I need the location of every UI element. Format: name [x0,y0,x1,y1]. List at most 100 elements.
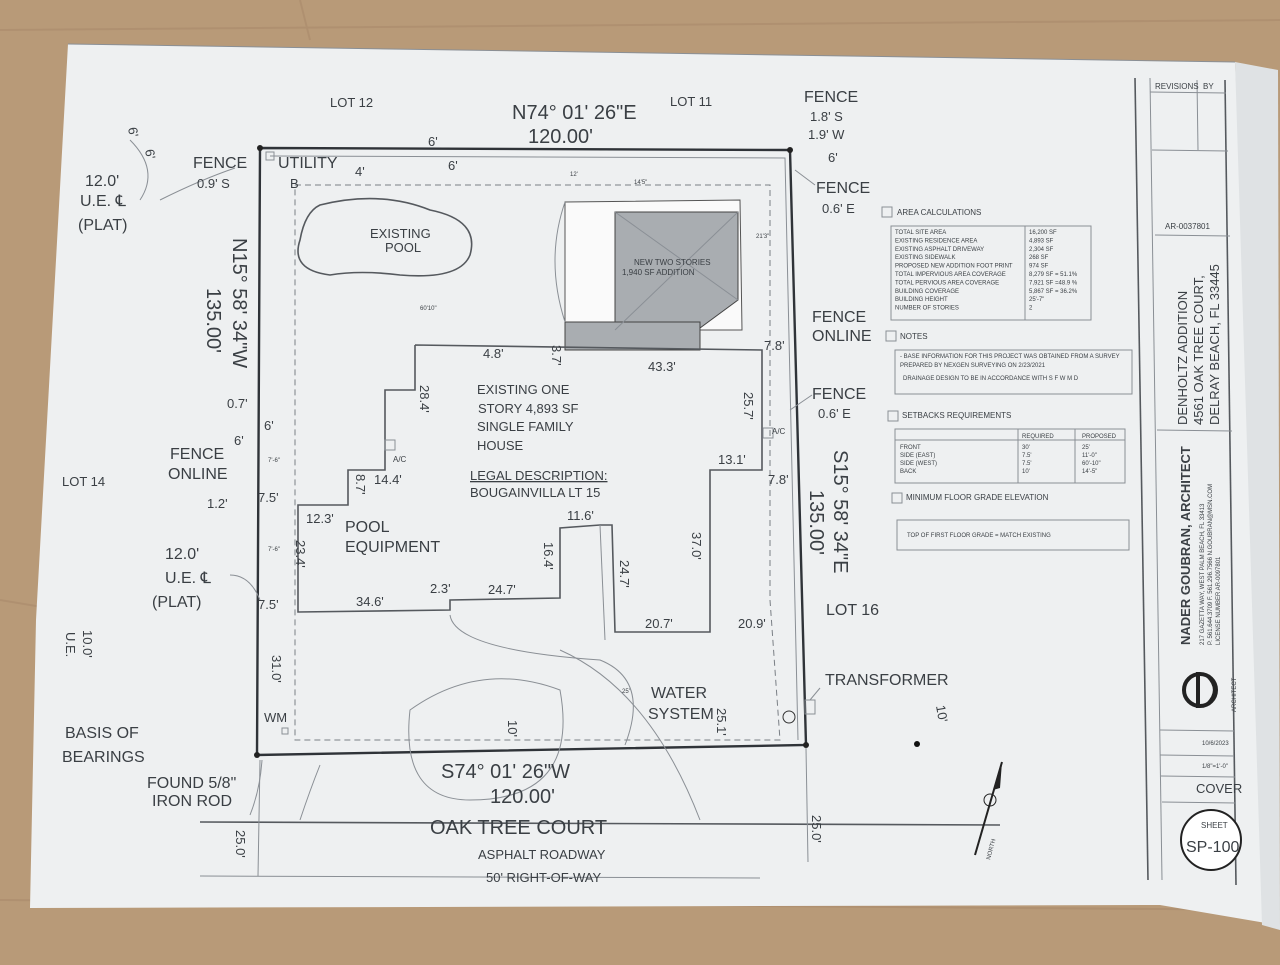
svg-text:LEGAL DESCRIPTION:: LEGAL DESCRIPTION: [470,468,608,483]
svg-text:0.7': 0.7' [227,396,248,411]
setback-row-label: FRONT [900,445,921,451]
lot-16: LOT 16 [826,602,879,619]
project-city: DELRAY BEACH, FL 33445 [1207,264,1222,425]
svg-text:60'10": 60'10" [420,306,437,312]
svg-text:34.6': 34.6' [356,594,384,609]
lot-11: LOT 11 [670,94,712,109]
paper-sheet [30,44,1278,925]
area-row-value: 8,279 SF = 51.1% [1029,272,1078,278]
svg-text:7'-6": 7'-6" [268,547,280,553]
svg-text:DRAINAGE DESIGN TO BE IN ACCOR: DRAINAGE DESIGN TO BE IN ACCORDANCE WITH… [903,376,1079,382]
dot-marker [914,741,920,747]
svg-text:AREA CALCULATIONS: AREA CALCULATIONS [897,208,981,217]
svg-text:SYSTEM: SYSTEM [648,706,714,723]
svg-text:24.7': 24.7' [488,582,516,597]
svg-text:0.9' S: 0.9' S [197,176,230,191]
property-boundary [254,145,809,758]
sheet-name: COVER [1196,781,1242,796]
svg-text:1.2': 1.2' [207,496,228,511]
by-label: BY [1203,82,1214,91]
area-row-label: NUMBER OF STORIES [895,306,959,312]
svg-text:31.0': 31.0' [269,655,284,683]
area-row-value: 2,304 SF [1029,247,1054,253]
svg-text:U.E. ℄: U.E. ℄ [165,570,212,587]
svg-text:PREPARED BY NEXGEN SURVEYING O: PREPARED BY NEXGEN SURVEYING ON 2/23/202… [900,363,1046,369]
svg-text:FENCE: FENCE [812,386,866,403]
svg-text:B: B [290,176,299,191]
svg-text:25.1': 25.1' [714,708,729,736]
svg-text:6': 6' [264,418,274,433]
svg-text:FENCE: FENCE [804,89,858,106]
svg-text:25.0': 25.0' [809,815,824,843]
svg-text:WATER: WATER [651,685,707,702]
svg-text:0.6' E: 0.6' E [822,201,855,216]
svg-text:(PLAT): (PLAT) [78,217,127,234]
west-distance: 135.00' [202,288,224,353]
floor-grade: MINIMUM FLOOR GRADE ELEVATION TOP OF FIR… [891,492,1130,551]
architect-logo: ARCHITECT [1182,672,1238,712]
svg-text:MINIMUM FLOOR GRADE ELEVATION: MINIMUM FLOOR GRADE ELEVATION [906,493,1049,502]
sheet-badge [1180,809,1242,871]
svg-text:14.4': 14.4' [374,472,402,487]
setback-row-label: BACK [900,469,916,475]
west-bearing: N15° 58' 34"W [228,238,250,368]
svg-text:REQUIRED: REQUIRED [1022,434,1054,440]
svg-text:43.3': 43.3' [648,359,676,374]
area-row-value: 2 [1029,306,1033,312]
area-row-label: TOTAL PERVIOUS AREA COVERAGE [895,280,999,286]
svg-text:SETBACKS REQUIREMENTS: SETBACKS REQUIREMENTS [902,411,1011,420]
architect-address: 217 GAZETTA WAY, WEST PALM BEACH, FL 334… [1200,503,1206,645]
sheet-border [67,43,1236,63]
svg-text:28.4': 28.4' [417,385,432,413]
callout-labels: FENCE 1.8' S 1.9' W FENCE 0.9' S UTILITY… [62,89,951,885]
svg-text:10': 10' [933,704,951,723]
existing-pool [297,197,473,277]
new-addition [554,199,743,351]
svg-text:TRANSFORMER: TRANSFORMER [825,672,949,689]
svg-text:25': 25' [622,689,630,695]
svg-text:37.0': 37.0' [689,532,704,560]
svg-text:10': 10' [505,720,520,737]
svg-text:FENCE: FENCE [170,446,224,463]
svg-text:U.E.: U.E. [63,632,78,657]
svg-text:1.9' W: 1.9' W [808,127,845,142]
svg-text:7.8': 7.8' [768,472,789,487]
area-row-label: TOTAL SITE AREA [895,230,946,236]
east-distance: 135.00' [805,490,827,555]
svg-text:13.1': 13.1' [718,452,746,467]
area-row-label: PROPOSED NEW ADDITION FOOT PRINT [895,264,1013,270]
area-row-label: EXISTING ASPHALT DRIVEWAY [895,247,984,253]
area-row-value: 25'-7" [1029,297,1044,303]
east-bearing: S15° 58' 34"E [829,450,851,573]
setback-row-proposed: 14'-5" [1082,469,1097,475]
svg-text:12': 12' [570,172,578,178]
architect-license: LICENSE NUMBER AR-0097801 [1216,556,1222,645]
sheet-number: SP-100 [1186,839,1239,856]
setback-row-label: SIDE (WEST) [900,461,937,467]
south-distance: 120.00' [490,786,555,808]
setback-row-proposed: 11'-0" [1082,453,1097,459]
title-block: REVISIONS BY AR-0037801 DENHOLTZ ADDITIO… [1134,77,1242,886]
svg-text:U.E. ℄: U.E. ℄ [80,193,127,210]
svg-text:8.7': 8.7' [353,474,368,495]
svg-text:EXISTING ONE: EXISTING ONE [477,382,570,397]
svg-text:UTILITY: UTILITY [278,155,338,172]
lot-12: LOT 12 [330,95,373,110]
setback-row-required: 7.5' [1022,461,1032,467]
svg-text:12.0': 12.0' [165,546,199,563]
sheet-date: 10/6/2023 [1202,741,1229,747]
svg-text:SINGLE FAMILY: SINGLE FAMILY [477,419,574,434]
area-row-value: 5,867 SF = 36.2% [1029,289,1078,295]
svg-text:A/C: A/C [393,455,407,464]
svg-text:4.8': 4.8' [483,346,504,361]
svg-text:14'5": 14'5" [634,180,647,186]
svg-text:50' RIGHT-OF-WAY: 50' RIGHT-OF-WAY [486,870,601,885]
svg-text:20.9': 20.9' [738,616,766,631]
svg-text:16.4': 16.4' [541,542,556,570]
dimension-labels: 4.8' 3.7' 43.3' 7.8' 28.4' 25.7' 0.7' 6'… [207,172,789,736]
svg-text:EXISTING: EXISTING [370,226,431,241]
svg-text:BASIS OF: BASIS OF [65,725,139,742]
setback-row-required: 30' [1022,445,1030,451]
